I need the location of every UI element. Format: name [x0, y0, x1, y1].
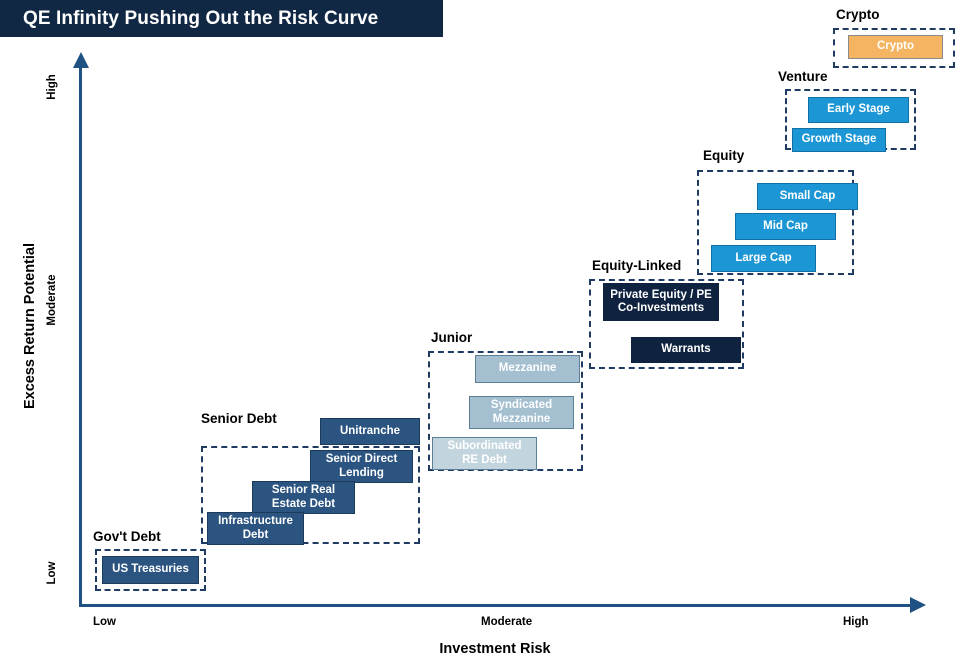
group-label-junior: Junior — [431, 330, 473, 345]
item-crypto[interactable]: Crypto — [848, 35, 943, 59]
group-box-equity — [697, 170, 854, 275]
item-label-line2: Lending — [339, 466, 384, 479]
item-label-line2: RE Debt — [462, 453, 507, 466]
item-label: Warrants — [661, 343, 711, 356]
item-subordinated-re-debt[interactable]: Subordinated RE Debt — [432, 437, 537, 470]
y-axis-line — [79, 66, 82, 607]
item-label-line2: Co-Investments — [617, 302, 705, 314]
item-label: Senior Real Estate Debt — [272, 484, 335, 511]
item-private-equity[interactable]: Private Equity / PE Co-Investments — [603, 283, 719, 321]
item-label: Mezzanine — [498, 362, 557, 375]
item-syndicated-mezzanine[interactable]: Syndicated Mezzanine — [469, 396, 574, 429]
item-mezzanine[interactable]: Mezzanine — [475, 355, 580, 383]
y-tick-moderate: Moderate — [46, 274, 58, 326]
item-label: Infrastructure Debt — [218, 515, 293, 542]
item-label: Subordinated RE Debt — [447, 440, 521, 467]
x-axis-arrow-icon — [910, 597, 926, 613]
item-label: Unitranche — [339, 424, 401, 437]
group-box-senior-debt — [201, 446, 420, 544]
item-label-line2: Mezzanine — [492, 412, 551, 425]
item-label: Small Cap — [779, 189, 836, 202]
item-growth-stage[interactable]: Growth Stage — [792, 128, 886, 152]
item-label-line1: Senior Real — [271, 484, 336, 497]
item-early-stage[interactable]: Early Stage — [808, 97, 909, 123]
item-label-line1: Subordinated — [447, 440, 522, 453]
item-mid-cap[interactable]: Mid Cap — [735, 213, 836, 240]
item-label: Senior Direct Lending — [326, 453, 398, 480]
x-tick-moderate: Moderate — [481, 616, 533, 628]
item-label: Growth Stage — [801, 133, 877, 146]
item-label: Large Cap — [735, 251, 792, 264]
item-us-treasuries[interactable]: US Treasuries — [102, 556, 199, 584]
x-tick-high: High — [843, 616, 869, 628]
y-axis-arrow-icon — [73, 52, 89, 68]
item-infrastructure-debt[interactable]: Infrastructure Debt — [207, 512, 304, 545]
item-unitranche[interactable]: Unitranche — [320, 418, 420, 445]
item-small-cap[interactable]: Small Cap — [757, 183, 858, 210]
group-label-crypto: Crypto — [836, 7, 880, 22]
item-label-line1: Private Equity / PE — [610, 288, 712, 301]
title-banner: QE Infinity Pushing Out the Risk Curve — [0, 0, 443, 37]
item-label-line1: Syndicated — [490, 399, 553, 412]
y-tick-high: High — [46, 74, 58, 100]
item-label: Early Stage — [827, 103, 890, 116]
item-label-line2: Estate Debt — [271, 497, 336, 510]
y-axis-title: Excess Return Potential — [22, 243, 38, 409]
item-label: Crypto — [876, 40, 915, 53]
x-axis-line — [79, 604, 915, 607]
group-box-equity-linked — [589, 279, 744, 369]
group-box-crypto — [833, 28, 955, 68]
group-label-senior-debt: Senior Debt — [201, 411, 277, 426]
item-label-line1: Senior Direct — [325, 453, 398, 466]
group-label-govt-debt: Gov't Debt — [93, 529, 161, 544]
item-label: Private Equity / PE Co-Investments — [610, 289, 712, 316]
group-box-junior — [428, 351, 583, 471]
item-senior-direct-lending[interactable]: Senior Direct Lending — [310, 450, 413, 483]
group-label-equity-linked: Equity-Linked — [592, 258, 682, 273]
group-label-venture: Venture — [778, 69, 828, 84]
x-axis-title: Investment Risk — [439, 641, 551, 657]
group-box-govt-debt — [95, 549, 206, 591]
x-tick-low: Low — [93, 616, 116, 628]
item-senior-real-estate-debt[interactable]: Senior Real Estate Debt — [252, 481, 355, 514]
item-label-line2: Debt — [242, 528, 269, 541]
item-large-cap[interactable]: Large Cap — [711, 245, 816, 272]
y-tick-low: Low — [46, 561, 58, 585]
item-label-line1: Infrastructure — [218, 515, 293, 528]
item-label: Mid Cap — [763, 219, 808, 232]
item-label: US Treasuries — [112, 563, 189, 576]
page-title: QE Infinity Pushing Out the Risk Curve — [23, 7, 379, 29]
group-label-equity: Equity — [703, 148, 745, 163]
item-warrants[interactable]: Warrants — [631, 337, 741, 363]
item-label: Syndicated Mezzanine — [491, 399, 552, 426]
